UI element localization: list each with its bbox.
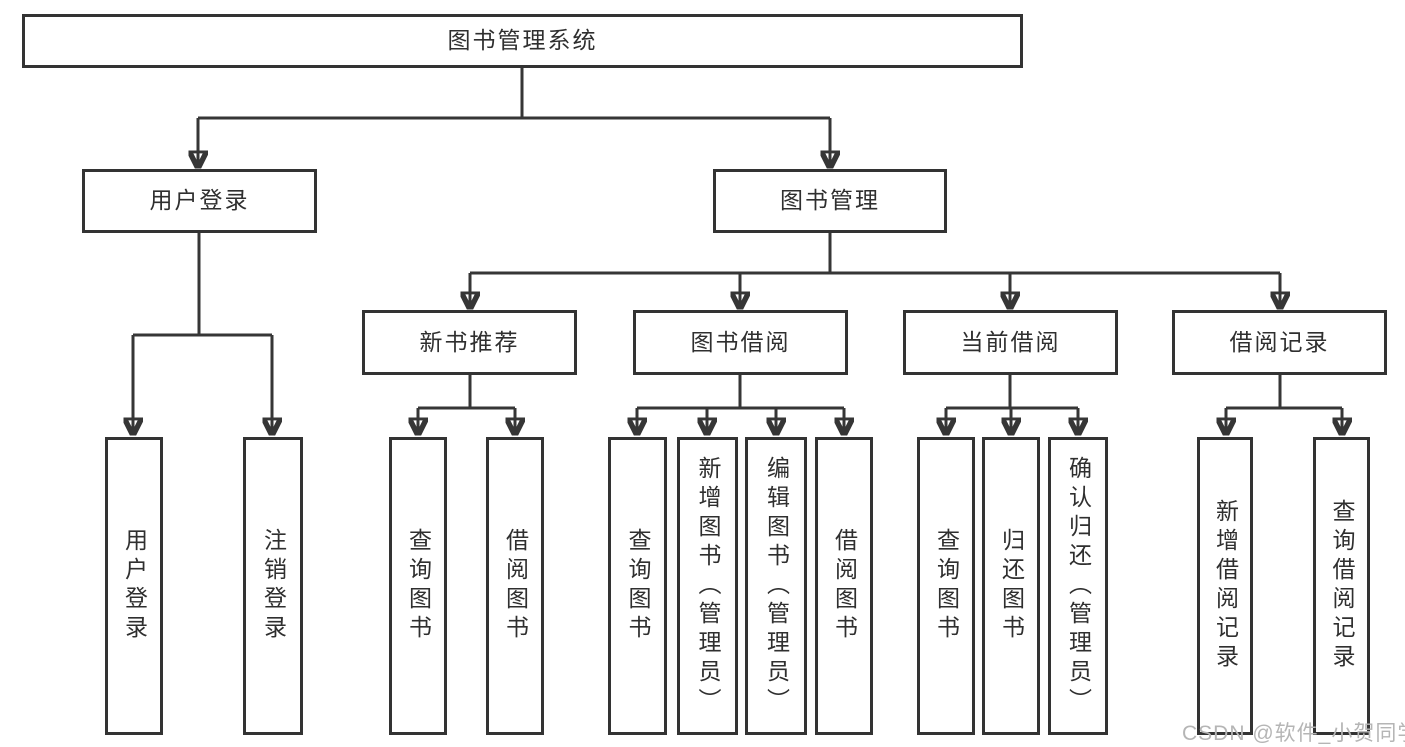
leaf-user-login-label: 用户登录	[121, 528, 148, 644]
node-new-book-recommend: 新书推荐	[362, 310, 577, 375]
leaf-bb-add-books-admin-label: 新增图书（管理员）	[695, 455, 721, 717]
leaf-bb-borrow-books-label: 借阅图书	[831, 528, 858, 644]
leaf-bb-edit-books-admin-label: 编辑图书（管理员）	[763, 455, 790, 717]
node-book-borrow: 图书借阅	[633, 310, 848, 375]
node-book-borrow-label: 图书借阅	[690, 328, 791, 355]
node-new-book-recommend-label: 新书推荐	[419, 328, 520, 355]
leaf-user-login: 用户登录	[105, 437, 163, 735]
leaf-cb-query-books: 查询图书	[917, 437, 975, 735]
node-root-label: 图书管理系统	[447, 27, 598, 54]
leaf-br-add-record: 新增借阅记录	[1197, 437, 1253, 735]
leaf-logout: 注销登录	[243, 437, 303, 735]
leaf-br-query-record-label: 查询借阅记录	[1329, 499, 1355, 673]
leaf-cb-confirm-return-admin: 确认归还（管理员）	[1048, 437, 1108, 735]
leaf-bb-borrow-books: 借阅图书	[815, 437, 873, 735]
leaf-cb-return-books-label: 归还图书	[998, 528, 1025, 644]
leaf-cb-confirm-return-admin-label: 确认归还（管理员）	[1065, 455, 1092, 717]
leaf-br-query-record: 查询借阅记录	[1313, 437, 1370, 735]
leaf-bb-add-books-admin: 新增图书（管理员）	[677, 437, 738, 735]
node-book-management-label: 图书管理	[780, 187, 880, 214]
leaf-cb-query-books-label: 查询图书	[933, 528, 960, 644]
leaf-logout-label: 注销登录	[260, 528, 287, 644]
leaf-bb-edit-books-admin: 编辑图书（管理员）	[745, 437, 807, 735]
leaf-nb-query-books: 查询图书	[389, 437, 447, 735]
leaf-bb-query-books: 查询图书	[608, 437, 667, 735]
node-borrow-records: 借阅记录	[1172, 310, 1387, 375]
node-current-borrow-label: 当前借阅	[960, 328, 1061, 355]
node-user-login-label: 用户登录	[149, 187, 250, 214]
leaf-nb-query-books-label: 查询图书	[405, 528, 432, 644]
node-book-management: 图书管理	[713, 169, 947, 233]
node-root: 图书管理系统	[22, 14, 1023, 68]
leaf-nb-borrow-books-label: 借阅图书	[502, 528, 529, 644]
watermark: CSDN @软件_小贺同学	[1182, 722, 1405, 745]
node-user-login: 用户登录	[82, 169, 317, 233]
leaf-br-add-record-label: 新增借阅记录	[1212, 499, 1239, 673]
leaf-nb-borrow-books: 借阅图书	[486, 437, 544, 735]
node-current-borrow: 当前借阅	[903, 310, 1118, 375]
leaf-bb-query-books-label: 查询图书	[625, 528, 651, 644]
node-borrow-records-label: 借阅记录	[1229, 328, 1330, 355]
leaf-cb-return-books: 归还图书	[982, 437, 1040, 735]
